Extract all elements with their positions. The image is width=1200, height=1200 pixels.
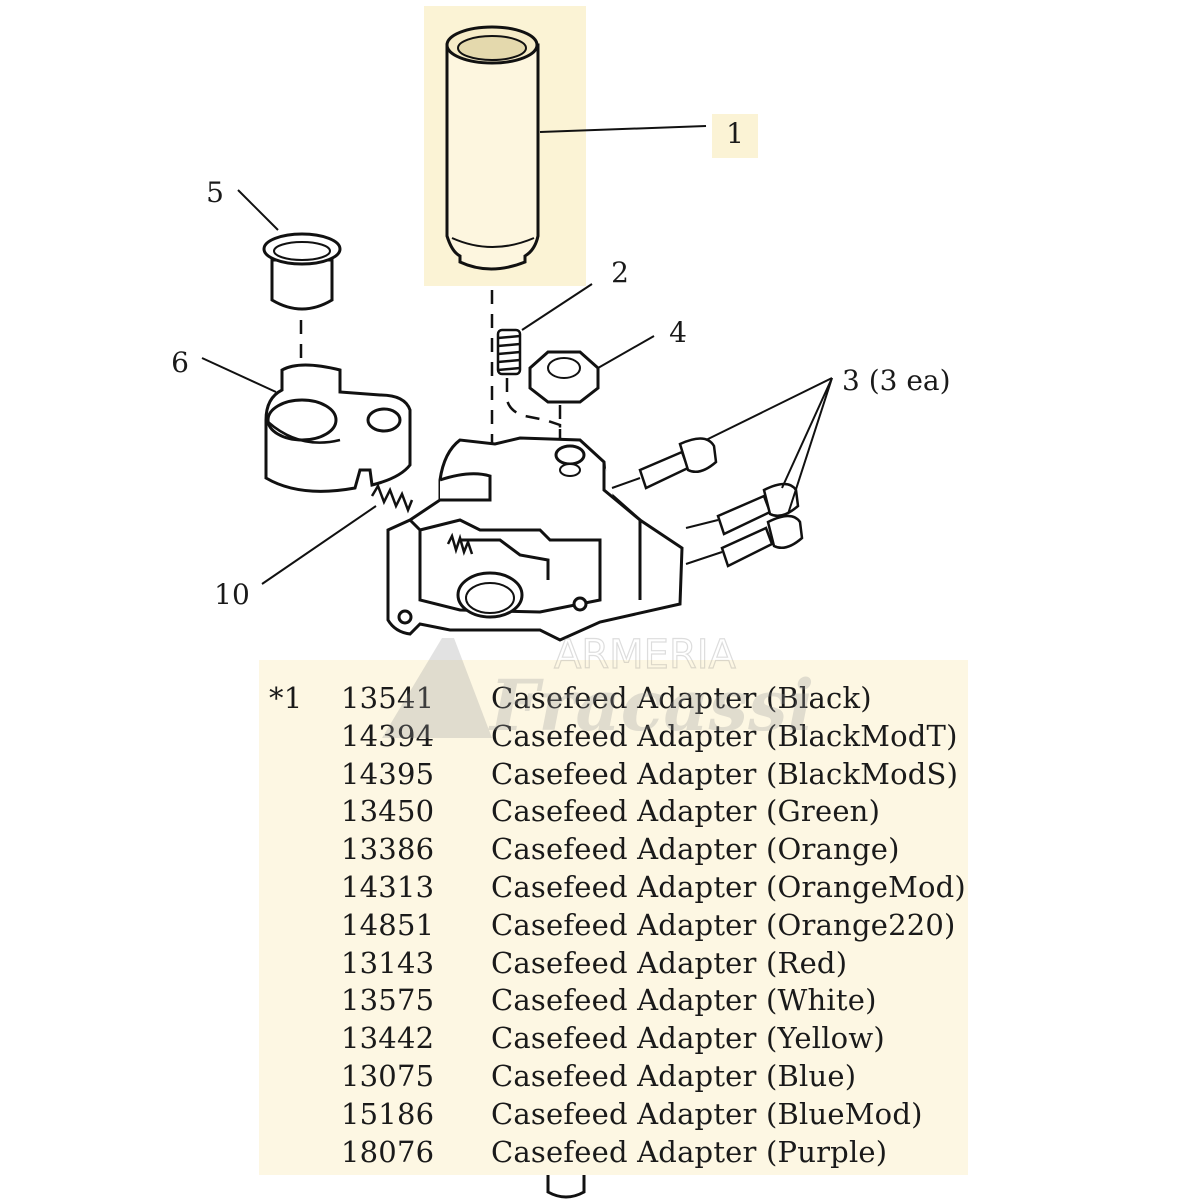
part-description: Casefeed Adapter (Blue) (491, 1059, 857, 1093)
cap-screws (638, 437, 804, 568)
casefeed-adapter-tube (445, 25, 540, 271)
parts-list-row: 14313 Casefeed Adapter (OrangeMod) (259, 868, 968, 906)
parts-list-row: 13143 Casefeed Adapter (Red) (259, 944, 968, 982)
parts-list-row: 15186 Casefeed Adapter (BlueMod) (259, 1095, 968, 1133)
parts-list-row: 13575 Casefeed Adapter (White) (259, 981, 968, 1019)
callout-10: 10 (214, 578, 250, 611)
callout-6: 6 (171, 346, 189, 379)
part-description: Casefeed Adapter (Black) (491, 681, 872, 715)
part-description: Casefeed Adapter (OrangeMod) (491, 870, 966, 904)
part-number: 13143 (341, 945, 435, 980)
part-description: Casefeed Adapter (BlackModT) (491, 718, 958, 753)
part-number: 13442 (341, 1021, 435, 1056)
part-number: 13541 (341, 681, 435, 715)
part-description: Casefeed Adapter (Purple) (491, 1134, 888, 1169)
parts-list-row: 14851 Casefeed Adapter (Orange220) (259, 906, 968, 944)
parts-list-row: 13386 Casefeed Adapter (Orange) (259, 830, 968, 868)
part-number: 14395 (341, 756, 435, 791)
set-screw (496, 328, 522, 376)
part-description: Casefeed Adapter (Red) (491, 945, 848, 980)
callout-1: 1 (726, 117, 744, 150)
part-description: Casefeed Adapter (BlueMod) (491, 1096, 923, 1131)
parts-list-row: 13450 Casefeed Adapter (Green) (259, 792, 968, 830)
part-number: 13386 (341, 832, 435, 867)
parts-list-row: 18076 Casefeed Adapter (Purple) (259, 1133, 968, 1171)
part-description: Casefeed Adapter (White) (491, 983, 877, 1018)
leader-line-5 (237, 189, 279, 231)
bushing-cup (262, 232, 342, 311)
part-number: 13450 (341, 794, 435, 829)
callout-4: 4 (669, 316, 687, 349)
part-number: 14394 (341, 718, 435, 753)
part-number: 18076 (341, 1134, 435, 1169)
bottom-fitting (546, 1172, 586, 1199)
part-number: 13575 (341, 983, 435, 1018)
callout-1-highlight (712, 114, 758, 158)
clamp-block (264, 363, 412, 493)
callout-5: 5 (206, 176, 224, 209)
parts-list-row: 14394 Casefeed Adapter (BlackModT) (259, 717, 968, 755)
leader-line-2 (521, 283, 593, 331)
part-description: Casefeed Adapter (Orange220) (491, 907, 956, 942)
part-number: 14313 (341, 870, 435, 904)
parts-list-row: *1 13541 Casefeed Adapter (Black) (259, 679, 968, 717)
part-description: Casefeed Adapter (Yellow) (491, 1021, 885, 1056)
parts-list-row: 14395 Casefeed Adapter (BlackModS) (259, 755, 968, 793)
parts-list-row: 13075 Casefeed Adapter (Blue) (259, 1057, 968, 1095)
part-ref: *1 (269, 681, 303, 715)
spring (370, 483, 474, 556)
part-description: Casefeed Adapter (Orange) (491, 832, 900, 867)
part-description: Casefeed Adapter (BlackModS) (491, 756, 959, 791)
leader-line-1 (539, 125, 707, 133)
part-description: Casefeed Adapter (Green) (491, 794, 881, 829)
hex-nut (528, 350, 600, 404)
leader-line-6 (201, 357, 277, 393)
leader-line-10 (261, 505, 377, 585)
parts-list-row: 13442 Casefeed Adapter (Yellow) (259, 1019, 968, 1057)
callout-3: 3 (3 ea) (842, 364, 951, 397)
part-number: 14851 (341, 907, 435, 942)
main-body (386, 436, 684, 642)
callout-2: 2 (611, 256, 629, 289)
part-number: 13075 (341, 1059, 435, 1093)
part-number: 15186 (341, 1096, 435, 1131)
leader-line-4 (597, 335, 655, 369)
leader-lines-3 (611, 377, 833, 565)
